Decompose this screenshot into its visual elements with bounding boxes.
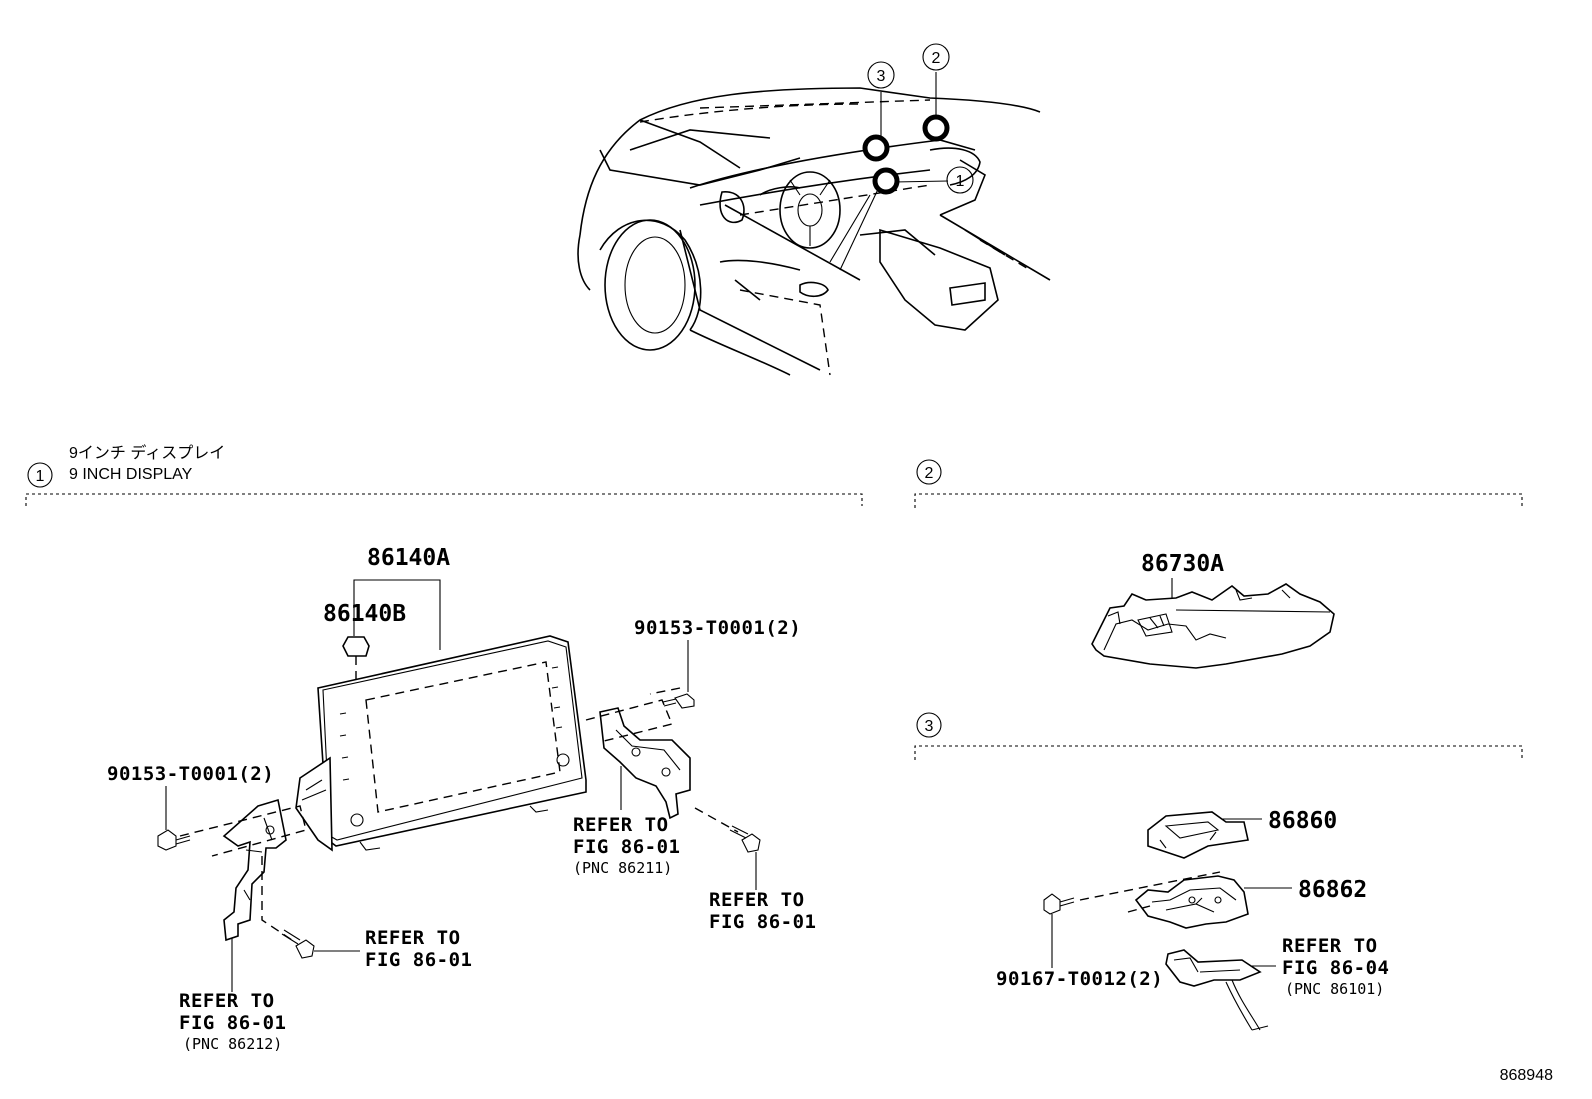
car-interior-illustration: 3 2 1 — [577, 43, 1051, 376]
overhead-module-assembly: 86730A — [1091, 551, 1335, 669]
label-ref-lowmid-1: REFER TO — [365, 927, 461, 949]
callout-2: 2 — [932, 50, 941, 67]
knob-86140B — [342, 636, 370, 657]
label-ref-s3-1: REFER TO — [1282, 935, 1378, 957]
label-86862: 86862 — [1298, 877, 1367, 903]
bracket-right — [599, 707, 691, 820]
section3-badge: 3 — [925, 718, 934, 735]
module-86860 — [1147, 811, 1249, 859]
label-ref-bottom-2: FIG 86-01 — [179, 1012, 286, 1034]
label-bolt-right: 90153-T0001(2) — [634, 617, 801, 639]
label-ref-s3-2: FIG 86-04 — [1282, 957, 1389, 979]
label-ref-bottom-3: (PNC 86212) — [183, 1035, 282, 1053]
callout-3: 3 — [877, 68, 886, 85]
screw-90167 — [1043, 893, 1075, 915]
location-ring-3 — [862, 134, 890, 162]
label-86140B: 86140B — [323, 601, 406, 627]
label-ref-lowmid-2: FIG 86-01 — [365, 949, 472, 971]
label-ref-mid-1: REFER TO — [573, 814, 669, 836]
label-ref-s3-3: (PNC 86101) — [1285, 980, 1384, 998]
label-ref-right-1: REFER TO — [709, 889, 805, 911]
diagram-id: 868948 — [1500, 1067, 1553, 1084]
section2-header: 2 — [914, 459, 1523, 508]
label-bolt-left: 90153-T0001(2) — [107, 763, 274, 785]
section1-title-jp: 9インチ ディスプレイ — [69, 443, 225, 462]
screw-lower-mid — [281, 929, 315, 959]
label-ref-bottom-1: REFER TO — [179, 990, 275, 1012]
label-ref-mid-3: (PNC 86211) — [573, 859, 672, 877]
section1-title-en: 9 INCH DISPLAY — [69, 466, 193, 483]
bracket-86862 — [1134, 875, 1249, 929]
sensor-assembly: 86860 86862 90167-T0012(2) REFER TO FIG … — [996, 808, 1389, 1031]
location-ring-2 — [922, 114, 950, 142]
label-86730A: 86730A — [1141, 551, 1224, 577]
callout-1: 1 — [956, 173, 965, 190]
screw-lower-right — [729, 825, 761, 853]
section1-badge: 1 — [36, 468, 45, 485]
screw-left — [157, 829, 191, 851]
bracket-left — [222, 798, 287, 942]
label-ref-right-2: FIG 86-01 — [709, 911, 816, 933]
display-assembly: 86140A 86140B 90153-T0001( — [107, 545, 816, 1053]
label-86140A: 86140A — [367, 545, 450, 571]
harness-connector — [1165, 949, 1262, 987]
screw-upper-right — [662, 693, 695, 709]
section2-badge: 2 — [925, 465, 934, 482]
label-bolt-90167: 90167-T0012(2) — [996, 968, 1163, 990]
overhead-module-86730A — [1091, 583, 1335, 669]
location-ring-1 — [872, 167, 900, 195]
label-ref-mid-2: FIG 86-01 — [573, 836, 680, 858]
label-86860: 86860 — [1268, 808, 1337, 834]
section3-header: 3 — [914, 712, 1523, 760]
section1-header: 1 9インチ ディスプレイ 9 INCH DISPLAY — [25, 443, 863, 506]
